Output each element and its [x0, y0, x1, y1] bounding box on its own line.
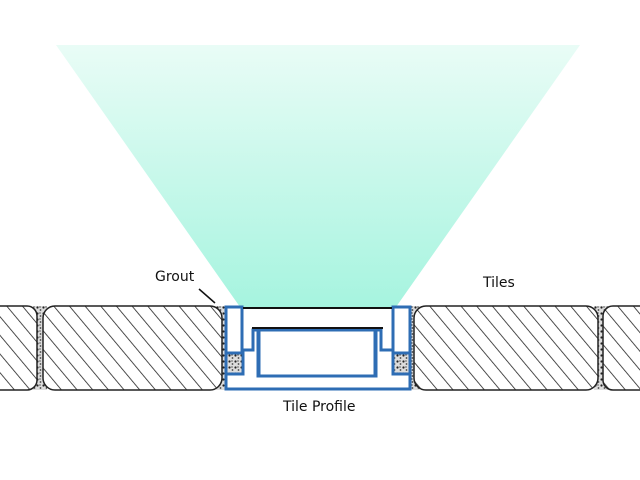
- tile: [602, 305, 640, 391]
- tile-profile-label: Tile Profile: [283, 399, 356, 415]
- light-beam: [56, 45, 580, 307]
- tile: [0, 305, 38, 391]
- grout-leader-line: [198, 288, 216, 304]
- grout-label: Grout: [155, 269, 195, 285]
- tile: [413, 305, 599, 391]
- tiles-label: Tiles: [483, 275, 515, 291]
- tile-profile: [224, 305, 412, 391]
- tile: [42, 305, 223, 391]
